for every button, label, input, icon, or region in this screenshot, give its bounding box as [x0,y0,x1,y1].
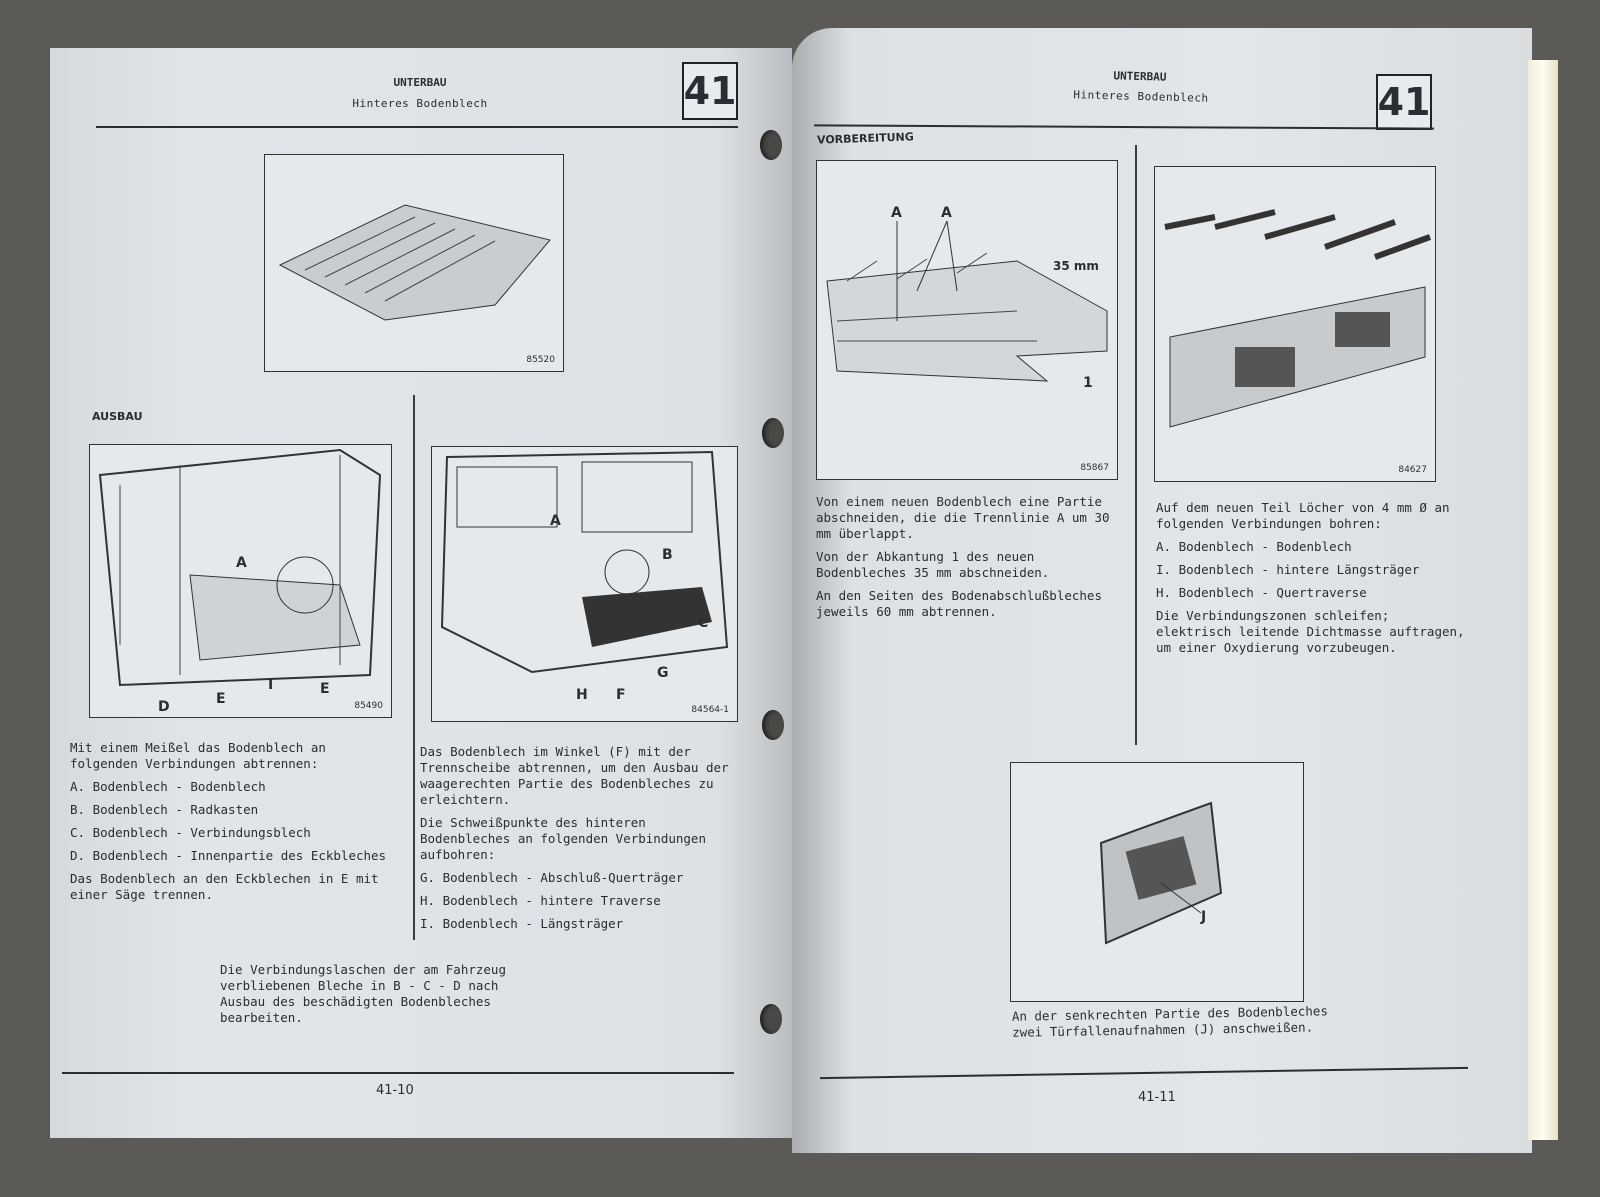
figure-number: 84627 [1398,465,1427,475]
figure-van-rear: A B C G H F 84564-1 [431,446,738,722]
figure-label: 35 mm [1053,259,1099,273]
figure-label: A [891,205,902,221]
figure-label: A [550,513,561,529]
list-item: A. Bodenblech - Bodenblech [1156,539,1352,554]
figure-underbody-frame: 84627 [1154,166,1436,482]
paragraph: Mit einem Meißel das Bodenblech an folge… [70,740,326,771]
ausbau-text-col1: Mit einem Meißel das Bodenblech an folge… [70,740,390,910]
page-stack-edge [1528,60,1558,1140]
paragraph: Auf dem neuen Teil Löcher von 4 mm Ø an … [1156,500,1450,531]
figure-van-interior: A D E I E 85490 [89,444,392,718]
list-item: G. Bodenblech - Abschluß-Querträger [420,870,684,885]
figure-label: I [268,677,274,693]
figure-number: 84564-1 [691,705,729,715]
floor-cut-drawing [826,220,1108,382]
paragraph: Das Bodenblech im Winkel (F) mit der Tre… [420,744,729,807]
section-title: UNTERBAU [393,76,447,89]
list-item: C. Bodenblech - Verbindungsblech [70,825,311,840]
page-number: 41-10 [376,1083,414,1098]
paragraph: An den Seiten des Bodenabschlußbleches j… [816,588,1102,619]
header-rule [96,126,738,128]
door-latch-drawing [1099,801,1223,945]
vorbereitung-text-col1: Von einem neuen Bodenblech eine Partie a… [816,494,1126,627]
column-divider [413,395,415,940]
figure-number: 85520 [526,355,555,365]
paragraph: Die Verbindungszonen schleifen; elektris… [1156,608,1465,655]
figure-label: D [158,699,170,715]
binding-hole [760,130,782,160]
ausbau-text-col2: Das Bodenblech im Winkel (F) mit der Tre… [420,744,740,939]
chapter-badge: 41 [1376,74,1432,130]
figure-label: H [576,687,588,703]
figure-label: A [236,555,247,571]
list-item: I. Bodenblech - hintere Längsträger [1156,562,1420,577]
chapter-badge: 41 [682,62,738,120]
figure-label: F [616,687,626,703]
figure-label: G [657,665,669,681]
column-divider [1135,145,1137,745]
paragraph: Von einem neuen Bodenblech eine Partie a… [816,494,1110,541]
figure-door-latch: J [1010,762,1304,1002]
paragraph: Von der Abkantung 1 des neuen Bodenblech… [816,549,1050,580]
figure-number: 85867 [1080,463,1109,473]
page-number: 41-11 [1138,1090,1176,1105]
binding-hole [762,710,784,740]
figure-label: E [216,691,226,707]
footer-rule [62,1072,734,1074]
page-title: Hinteres Bodenblech [352,97,488,110]
figure-label: C [698,615,709,631]
figure-label: 1 [1083,375,1093,391]
list-item: H. Bodenblech - hintere Traverse [420,893,661,908]
figure-floor-cut: A A 35 mm 1 85867 [816,160,1118,480]
caption-text: An der senkrechten Partie des Bodenblech… [1011,1003,1329,1040]
van-rear-drawing [440,450,729,674]
binding-hole [762,418,784,448]
list-item: A. Bodenblech - Bodenblech [70,779,266,794]
figure-floor-panel: 85520 [264,154,564,372]
list-item: B. Bodenblech - Radkasten [70,802,259,817]
paragraph: Die Schweißpunkte des hinteren Bodenblec… [420,815,706,862]
binding-hole [760,1004,782,1034]
figure-label: B [662,547,673,563]
list-item: I. Bodenblech - Längsträger [420,916,624,931]
figure-label: J [1201,909,1207,925]
list-item: D. Bodenblech - Innenpartie des Eckblech… [70,848,387,863]
section-heading-ausbau: AUSBAU [92,410,143,423]
van-interior-drawing [98,448,382,687]
list-item: H. Bodenblech - Quertraverse [1156,585,1367,600]
figure-number: 85490 [354,701,383,711]
vorbereitung-text-col2: Auf dem neuen Teil Löcher von 4 mm Ø an … [1156,500,1466,663]
figure-label: E [320,681,330,697]
note-text: Die Verbindungslaschen der am Fahrzeug v… [220,962,506,1025]
figure-label: A [941,205,952,221]
paragraph: Das Bodenblech an den Eckblechen in E mi… [70,871,379,902]
underbody-frame-drawing [1164,209,1432,428]
floor-panel-drawing [278,204,551,321]
